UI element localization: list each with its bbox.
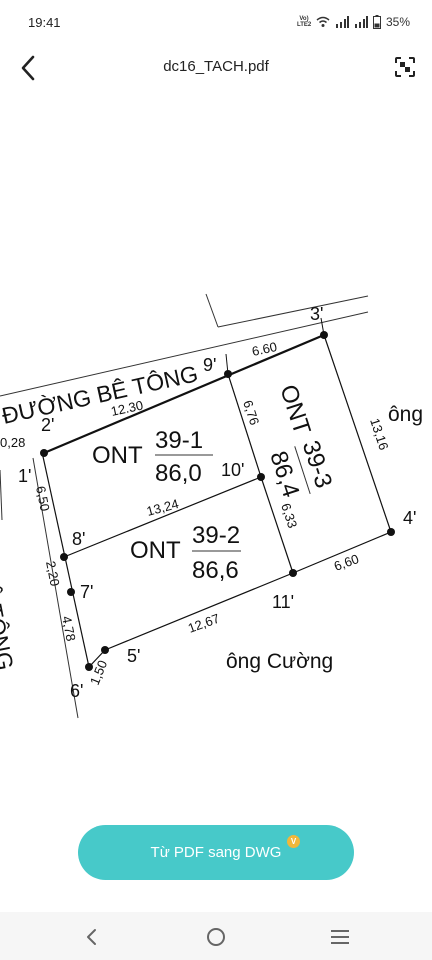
convert-button-label: Từ PDF sang DWG: [150, 844, 282, 861]
app-header: dc16_TACH.pdf: [0, 46, 432, 88]
boundary-10-11: [260, 476, 294, 574]
vip-badge-icon: V: [287, 835, 300, 848]
wifi-icon: [316, 16, 330, 27]
label-point-10: 10': [221, 460, 244, 480]
status-icons: Vo) LTE2 35%: [297, 14, 410, 30]
point-4: [387, 528, 395, 536]
nav-recents-icon: [331, 930, 349, 944]
label-point-5: 5': [127, 646, 140, 666]
boundary-8-10: [63, 476, 262, 558]
status-time: 19:41: [28, 15, 61, 30]
point-11: [289, 569, 297, 577]
point-9: [224, 370, 232, 378]
document-scan-icon: [395, 57, 415, 77]
nav-home-button[interactable]: [201, 922, 231, 952]
label-point-1: 1': [18, 466, 31, 486]
label-point-4: 4': [403, 508, 416, 528]
cadastral-drawing: ĐƯỜNG BÊ TÔNG ĐƯỜNG BÊ TÔNG 2' 1' 9' 3' …: [0, 293, 423, 719]
parcel-39-3-number: 39-3: [297, 437, 338, 491]
boundary-4-11: [292, 531, 392, 574]
parcel-39-1-area: 86,0: [155, 460, 202, 487]
neighbor-bottom-label: ông Cường: [226, 650, 333, 673]
edge-1-50: 1,50: [87, 658, 110, 687]
edge-2-20: 2,20: [43, 560, 63, 588]
boundary-9-10: [227, 373, 262, 478]
volte-label: Vo) LTE2: [296, 16, 312, 28]
road-top-corner: [205, 293, 219, 328]
status-bar: 19:41 Vo) LTE2 35%: [0, 0, 432, 46]
neighbor-right-label: ông: [388, 403, 423, 426]
road-left-edge-2: [0, 469, 3, 521]
boundary-3-4: [323, 334, 392, 533]
point-10: [257, 473, 265, 481]
parcel-39-3-group: ONT 39-3 86,4: [264, 382, 338, 501]
parcel-39-2-area: 86,6: [192, 557, 239, 584]
pdf-viewer[interactable]: ĐƯỜNG BÊ TÔNG ĐƯỜNG BÊ TÔNG 2' 1' 9' 3' …: [0, 88, 432, 912]
parcel-39-3-type: ONT: [274, 382, 315, 439]
edge-6-60-top: 6.60: [251, 339, 279, 359]
battery-icon: [372, 15, 381, 29]
point-3: [320, 331, 328, 339]
label-point-6: 6': [70, 681, 83, 701]
point-6: [85, 663, 93, 671]
edge-4-78: 4,78: [59, 615, 79, 643]
parcel-39-1-type: ONT: [92, 442, 143, 469]
label-point-2: 2': [41, 415, 54, 435]
point-5: [101, 646, 109, 654]
road-top-corner-2: [217, 295, 369, 328]
edge-12-30: 12.30: [110, 397, 145, 418]
convert-pdf-to-dwg-button[interactable]: Từ PDF sang DWG V: [78, 825, 354, 880]
road-top-edge: [0, 311, 369, 397]
edge-13-24: 13,24: [145, 496, 180, 519]
edge-6-76: 6,76: [240, 398, 262, 427]
document-title: dc16_TACH.pdf: [163, 58, 269, 75]
road-label-left: ĐƯỜNG BÊ TÔNG: [0, 471, 20, 672]
label-point-8: 8': [72, 529, 85, 549]
boundary-2-3: [43, 333, 325, 455]
road-label-top: ĐƯỜNG BÊ TÔNG: [0, 359, 200, 429]
parcel-39-3-area: 86,4: [264, 448, 304, 501]
nav-back-icon: [87, 929, 96, 945]
nav-recents-button[interactable]: [325, 922, 355, 952]
edge-6-50: 6,50: [33, 485, 53, 513]
point-2: [40, 449, 48, 457]
label-point-11: 11': [272, 592, 294, 612]
parcel-39-2-type: ONT: [130, 537, 181, 564]
battery-percent: 35%: [385, 15, 410, 29]
signal-icon-2: [354, 16, 368, 28]
boundary-11-5: [104, 572, 294, 651]
system-nav-bar: [0, 912, 432, 960]
edge-0-28: 0,28: [0, 435, 25, 450]
edge-6-33: 6,33: [278, 501, 300, 530]
road-left-edge: [32, 457, 79, 719]
parcel-39-1-number: 39-1: [155, 427, 203, 454]
signal-icon: [335, 16, 349, 28]
scan-button[interactable]: [390, 52, 420, 82]
chevron-left-icon: [21, 55, 35, 81]
parcel-39-3-fraction-line: [294, 446, 311, 495]
nav-home-icon: [207, 928, 225, 946]
label-point-3: 3': [310, 304, 323, 324]
back-button[interactable]: [10, 50, 46, 86]
nav-back-button[interactable]: [76, 922, 106, 952]
label-point-7: 7': [80, 582, 93, 602]
label-point-9: 9': [203, 355, 216, 375]
parcel-39-2-number: 39-2: [192, 522, 240, 549]
point-8: [60, 553, 68, 561]
point-7: [67, 588, 75, 596]
